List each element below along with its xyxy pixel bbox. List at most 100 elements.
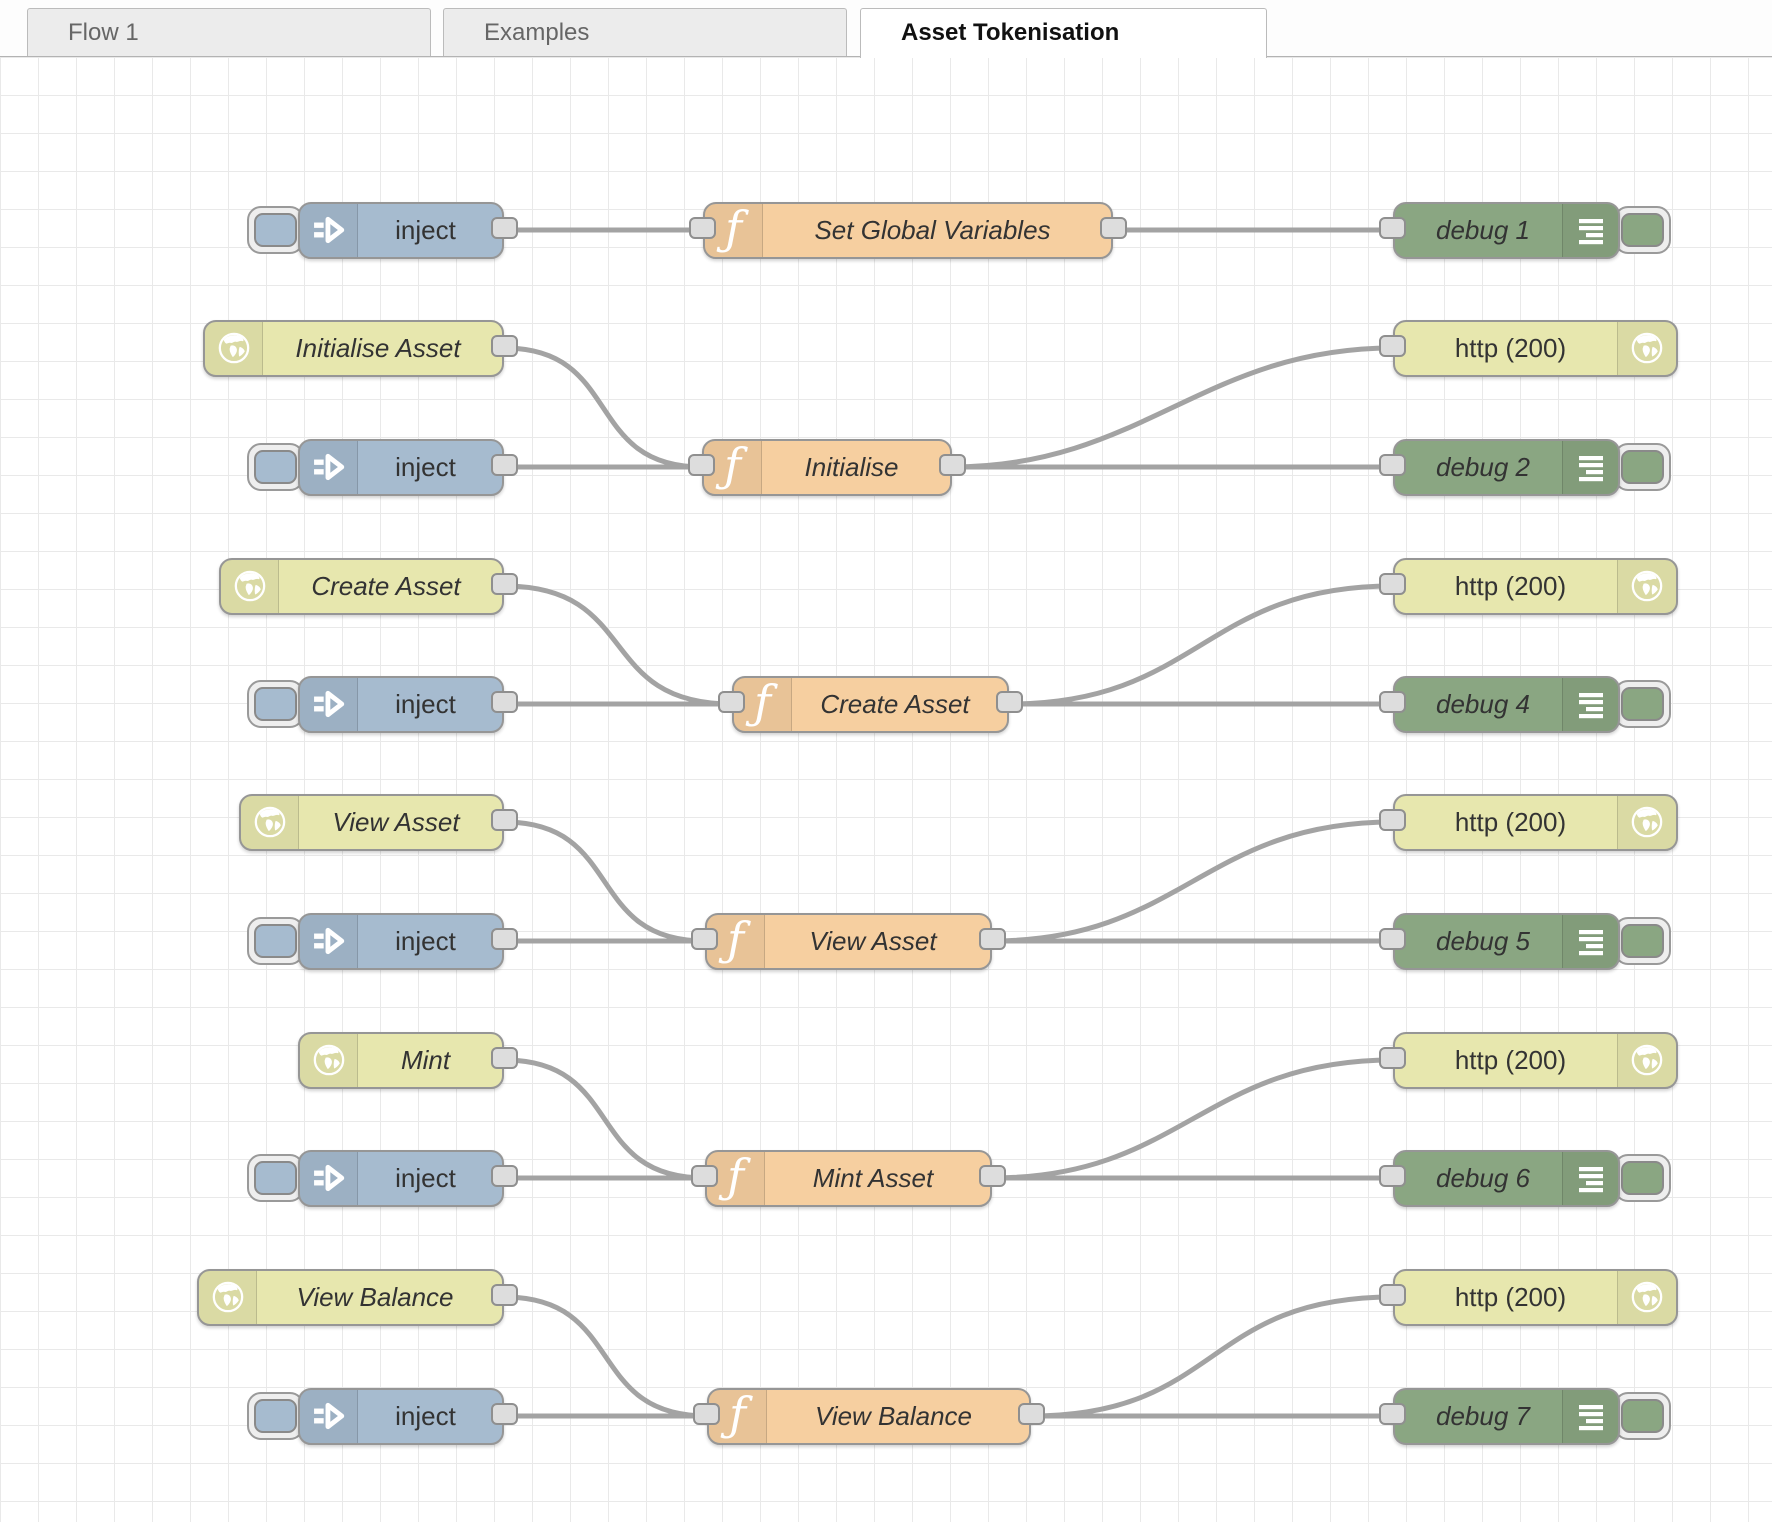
input-port[interactable] bbox=[1379, 454, 1406, 476]
input-port[interactable] bbox=[693, 1403, 720, 1425]
node-body[interactable]: http (200) bbox=[1393, 793, 1678, 851]
wire-fn_bal-to-httpres6[interactable] bbox=[1028, 1294, 1396, 1419]
input-port[interactable] bbox=[688, 454, 715, 476]
node-body[interactable]: debug 4 bbox=[1393, 675, 1620, 733]
node-body[interactable]: http (200) bbox=[1393, 1031, 1678, 1089]
output-port[interactable] bbox=[939, 454, 966, 476]
node-body[interactable]: Mint bbox=[298, 1031, 504, 1089]
output-port[interactable] bbox=[1018, 1403, 1045, 1425]
wire-fn_view-to-httpres4[interactable] bbox=[989, 819, 1396, 944]
debug-toggle-button[interactable] bbox=[1614, 442, 1671, 491]
http-in-node-initialise-asset[interactable]: Initialise Asset bbox=[203, 319, 518, 377]
debug-node-debug-7[interactable]: debug 7 bbox=[1379, 1387, 1671, 1445]
inject-node-inject[interactable]: inject bbox=[247, 438, 518, 496]
input-port[interactable] bbox=[691, 928, 718, 950]
output-port[interactable] bbox=[491, 928, 518, 950]
wire-fn_init-to-httpres2[interactable] bbox=[949, 345, 1396, 470]
output-port[interactable] bbox=[996, 691, 1023, 713]
debug-toggle-button[interactable] bbox=[1614, 1153, 1671, 1202]
input-port[interactable] bbox=[1379, 1403, 1406, 1425]
debug-toggle-button[interactable] bbox=[1614, 916, 1671, 965]
node-body[interactable]: inject bbox=[298, 438, 504, 496]
wire-http_init-to-fn_init[interactable] bbox=[501, 345, 705, 470]
output-port[interactable] bbox=[491, 454, 518, 476]
output-port[interactable] bbox=[491, 1284, 518, 1306]
node-body[interactable]: debug 7 bbox=[1393, 1387, 1620, 1445]
debug-toggle-button[interactable] bbox=[1614, 205, 1671, 254]
node-body[interactable]: http (200) bbox=[1393, 557, 1678, 615]
http-response-node-http-200[interactable]: http (200) bbox=[1379, 319, 1678, 377]
output-port[interactable] bbox=[491, 335, 518, 357]
output-port[interactable] bbox=[491, 809, 518, 831]
node-body[interactable]: inject bbox=[298, 1387, 504, 1445]
output-port[interactable] bbox=[491, 1165, 518, 1187]
inject-trigger-button[interactable] bbox=[247, 1153, 304, 1202]
output-port[interactable] bbox=[491, 217, 518, 239]
http-in-node-view-balance[interactable]: View Balance bbox=[197, 1268, 518, 1326]
http-response-node-http-200[interactable]: http (200) bbox=[1379, 793, 1678, 851]
inject-node-inject[interactable]: inject bbox=[247, 912, 518, 970]
output-port[interactable] bbox=[979, 928, 1006, 950]
wire-http_view-to-fn_view[interactable] bbox=[501, 819, 708, 944]
inject-trigger-button[interactable] bbox=[247, 916, 304, 965]
input-port[interactable] bbox=[689, 217, 716, 239]
node-body[interactable]: View Asset bbox=[239, 793, 504, 851]
node-body[interactable]: Initialise Asset bbox=[203, 319, 504, 377]
http-in-node-view-asset[interactable]: View Asset bbox=[239, 793, 518, 851]
input-port[interactable] bbox=[1379, 1047, 1406, 1069]
http-response-node-http-200[interactable]: http (200) bbox=[1379, 1268, 1678, 1326]
node-body[interactable]: Create Asset bbox=[219, 557, 504, 615]
debug-node-debug-1[interactable]: debug 1 bbox=[1379, 201, 1671, 259]
tab-asset-tokenisation[interactable]: Asset Tokenisation bbox=[860, 8, 1267, 58]
inject-trigger-button[interactable] bbox=[247, 1391, 304, 1440]
input-port[interactable] bbox=[1379, 928, 1406, 950]
node-body[interactable]: inject bbox=[298, 675, 504, 733]
debug-node-debug-6[interactable]: debug 6 bbox=[1379, 1149, 1671, 1207]
output-port[interactable] bbox=[491, 691, 518, 713]
inject-trigger-button[interactable] bbox=[247, 205, 304, 254]
http-in-node-create-asset[interactable]: Create Asset bbox=[219, 557, 518, 615]
node-body[interactable]: inject bbox=[298, 912, 504, 970]
debug-node-debug-4[interactable]: debug 4 bbox=[1379, 675, 1671, 733]
tab-flow-1[interactable]: Flow 1 bbox=[27, 8, 431, 57]
input-port[interactable] bbox=[1379, 217, 1406, 239]
output-port[interactable] bbox=[491, 1403, 518, 1425]
input-port[interactable] bbox=[1379, 1284, 1406, 1306]
inject-node-inject[interactable]: inject bbox=[247, 675, 518, 733]
debug-toggle-button[interactable] bbox=[1614, 679, 1671, 728]
input-port[interactable] bbox=[1379, 335, 1406, 357]
input-port[interactable] bbox=[691, 1165, 718, 1187]
tab-examples[interactable]: Examples bbox=[443, 8, 847, 57]
inject-node-inject[interactable]: inject bbox=[247, 1387, 518, 1445]
output-port[interactable] bbox=[1100, 217, 1127, 239]
node-body[interactable]: View Balance bbox=[197, 1268, 504, 1326]
http-in-node-mint[interactable]: Mint bbox=[298, 1031, 518, 1089]
node-body[interactable]: inject bbox=[298, 1149, 504, 1207]
wire-http_mint-to-fn_mint[interactable] bbox=[501, 1057, 708, 1181]
input-port[interactable] bbox=[718, 691, 745, 713]
inject-node-inject[interactable]: inject bbox=[247, 201, 518, 259]
input-port[interactable] bbox=[1379, 1165, 1406, 1187]
inject-trigger-button[interactable] bbox=[247, 679, 304, 728]
wire-http_create-to-fn_create[interactable] bbox=[501, 583, 735, 707]
node-body[interactable]: http (200) bbox=[1393, 1268, 1678, 1326]
node-body[interactable]: debug 6 bbox=[1393, 1149, 1620, 1207]
debug-node-debug-5[interactable]: debug 5 bbox=[1379, 912, 1671, 970]
output-port[interactable] bbox=[491, 573, 518, 595]
inject-trigger-button[interactable] bbox=[247, 442, 304, 491]
wire-fn_mint-to-httpres5[interactable] bbox=[989, 1057, 1396, 1181]
input-port[interactable] bbox=[1379, 573, 1406, 595]
input-port[interactable] bbox=[1379, 809, 1406, 831]
